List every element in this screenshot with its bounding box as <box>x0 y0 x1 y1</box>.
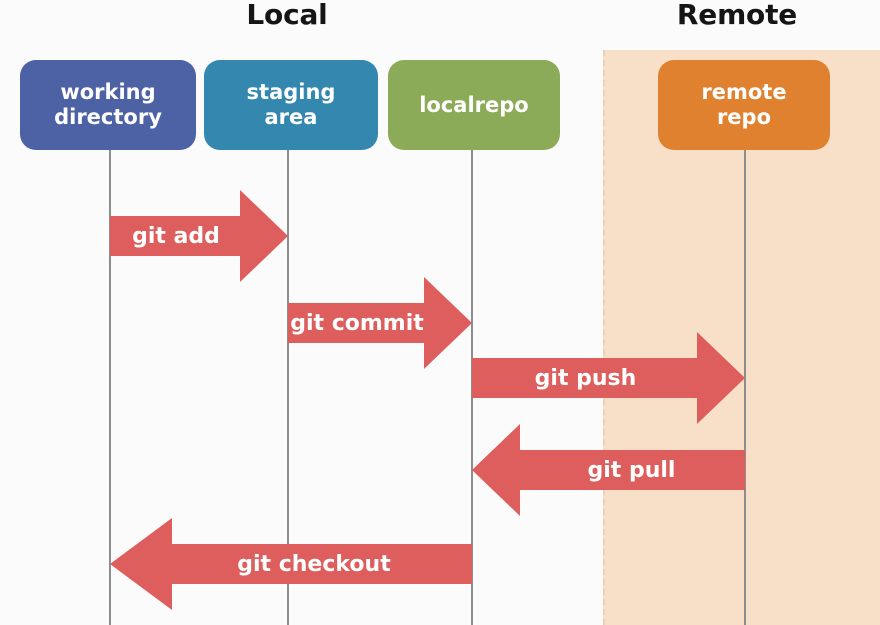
node-staging-area[interactable]: staging area <box>204 60 378 150</box>
zone-title-remote: Remote <box>676 0 798 31</box>
arrow-git-add[interactable]: git add <box>110 190 288 282</box>
node-label-staging-area: staging area <box>246 80 336 129</box>
arrow-label-git-add: git add <box>132 223 220 249</box>
arrow-git-pull[interactable]: git pull <box>472 424 745 516</box>
arrow-left-shape-icon <box>110 518 472 610</box>
node-label-localrepo: localrepo <box>419 92 529 117</box>
arrow-label-git-push: git push <box>534 365 637 391</box>
arrow-label-git-pull: git pull <box>587 457 676 483</box>
node-label-working-directory: working directory <box>54 80 162 129</box>
arrow-label-git-checkout: git checkout <box>237 551 391 577</box>
arrow-git-push[interactable]: git push <box>472 332 745 424</box>
node-localrepo[interactable]: localrepo <box>388 60 560 150</box>
arrow-right-shape-icon <box>110 190 288 282</box>
lane-line-remote-repo <box>744 145 746 625</box>
arrow-label-git-commit: git commit <box>290 310 424 336</box>
node-working-directory[interactable]: working directory <box>20 60 196 150</box>
arrow-git-commit[interactable]: git commit <box>288 277 472 369</box>
arrow-right-shape-icon <box>472 332 745 424</box>
zone-title-local: Local <box>246 0 328 31</box>
arrow-left-shape-icon <box>472 424 745 516</box>
lane-line-working-directory <box>109 145 111 625</box>
arrow-right-shape-icon <box>288 277 472 369</box>
node-label-remote-repo: remote repo <box>701 80 787 129</box>
arrow-git-checkout[interactable]: git checkout <box>110 518 472 610</box>
node-remote-repo[interactable]: remote repo <box>658 60 830 150</box>
lane-line-staging-area <box>287 145 289 625</box>
